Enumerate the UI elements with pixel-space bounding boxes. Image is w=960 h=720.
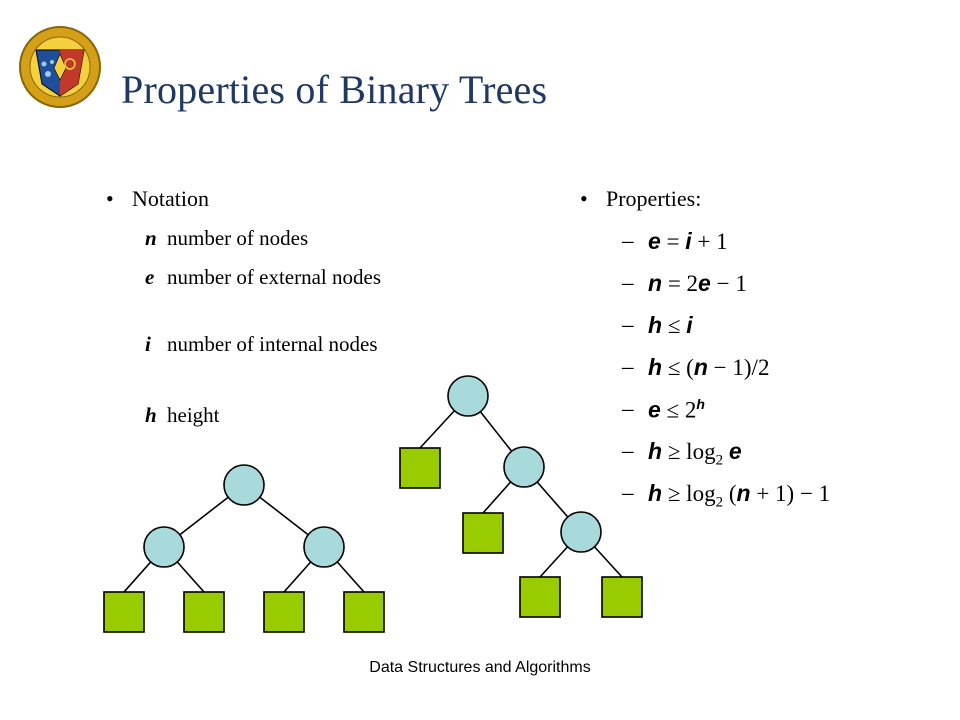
property-formula: n = 2e − 1 bbox=[648, 270, 747, 296]
notation-description: number of internal nodes bbox=[167, 332, 378, 356]
external-node bbox=[263, 591, 305, 633]
dash: – bbox=[622, 270, 634, 295]
properties-heading-text: Properties: bbox=[606, 186, 702, 211]
notation-heading-text: Notation bbox=[132, 186, 209, 211]
external-node bbox=[462, 512, 504, 554]
internal-node bbox=[303, 526, 345, 568]
bullet: • bbox=[580, 186, 588, 211]
dash: – bbox=[622, 228, 634, 253]
external-node bbox=[103, 591, 145, 633]
property-formula: h ≤ i bbox=[648, 312, 693, 338]
notation-symbol: h bbox=[145, 403, 157, 427]
dash: – bbox=[622, 396, 634, 421]
tree-skewed bbox=[399, 375, 643, 618]
external-node bbox=[343, 591, 385, 633]
properties-heading: • Properties: bbox=[580, 186, 702, 212]
external-node bbox=[601, 576, 643, 618]
notation-symbol: n bbox=[145, 226, 157, 250]
notation-heading: • Notation bbox=[106, 186, 209, 212]
notation-symbol: e bbox=[145, 265, 155, 289]
property-formula: e ≤ 2h bbox=[648, 396, 705, 423]
external-node bbox=[519, 576, 561, 618]
internal-node bbox=[503, 446, 545, 488]
slide-footer: Data Structures and Algorithms bbox=[369, 659, 591, 676]
external-node bbox=[183, 591, 225, 633]
dash: – bbox=[622, 312, 634, 337]
notation-description: height bbox=[167, 403, 220, 427]
notation-description: number of nodes bbox=[167, 226, 309, 250]
notation-description: number of external nodes bbox=[167, 265, 382, 289]
institute-seal-icon bbox=[19, 26, 101, 108]
external-node bbox=[399, 447, 441, 489]
bullet: • bbox=[106, 186, 114, 211]
property-formula: e = i + 1 bbox=[648, 228, 728, 254]
internal-node bbox=[560, 511, 602, 553]
dash: – bbox=[622, 480, 634, 505]
dash: – bbox=[622, 354, 634, 379]
slide-title: Properties of Binary Trees bbox=[121, 67, 548, 112]
tree-complete bbox=[103, 464, 385, 633]
dash: – bbox=[622, 438, 634, 463]
internal-node bbox=[447, 375, 489, 417]
internal-node bbox=[223, 464, 265, 506]
notation-symbol: i bbox=[145, 332, 151, 356]
property-formula: h ≥ log2 (n + 1) − 1 bbox=[648, 480, 831, 511]
property-formula: h ≤ (n − 1)/2 bbox=[648, 354, 770, 380]
property-formula: h ≥ log2 e bbox=[648, 438, 742, 469]
internal-node bbox=[143, 526, 185, 568]
